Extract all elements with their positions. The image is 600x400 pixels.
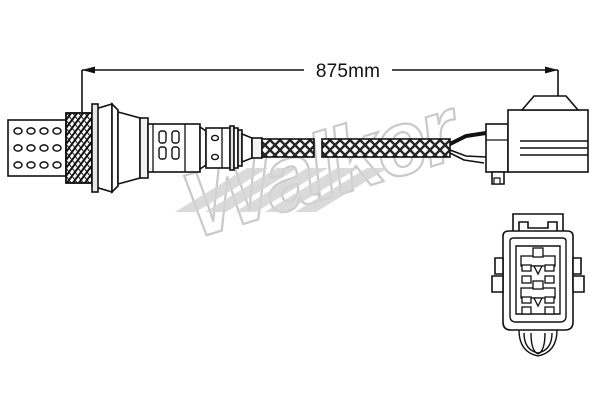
watermark-stripes: [175, 168, 388, 212]
connector-ear-left-upper: [494, 257, 504, 275]
connector-pin-4: [544, 306, 555, 315]
braided-cable-segment-2: [321, 138, 451, 158]
connector-pin-1: [521, 275, 532, 284]
connector-ear-left-lower: [491, 275, 504, 293]
body-vent-slots: [152, 124, 186, 172]
hex-nut: [91, 102, 119, 194]
dimension-annotation: 875mm: [81, 61, 559, 124]
braided-cable-segment-1: [261, 138, 315, 158]
connector-ear-right-upper: [572, 257, 582, 275]
connector-latch-ribs: [520, 140, 588, 156]
sensor-body-shoulder: [117, 110, 149, 186]
connector-pin-group-lower: [520, 280, 556, 315]
sensor-tip-shield: [7, 119, 67, 177]
connector-ear-right-lower: [572, 275, 585, 293]
dimension-label: 875mm: [316, 61, 380, 82]
threaded-section: [65, 112, 93, 184]
mid-collar-vented: [205, 125, 243, 171]
wire-leads: [449, 131, 487, 164]
sensor-body: [147, 123, 207, 173]
sensor-assembly: [7, 95, 589, 194]
connector-pin-group-upper: [520, 247, 556, 284]
connector-pin-3: [521, 306, 532, 315]
strain-relief: [241, 132, 263, 164]
connector-cable-gland: [518, 329, 558, 357]
connector-housing: [485, 95, 589, 185]
connector-pin-2: [544, 275, 555, 284]
connector-face-view: [491, 213, 585, 357]
dimension-arrow-left: [82, 66, 95, 74]
dimension-arrow-right: [545, 66, 558, 74]
shield-holes: [13, 127, 62, 169]
